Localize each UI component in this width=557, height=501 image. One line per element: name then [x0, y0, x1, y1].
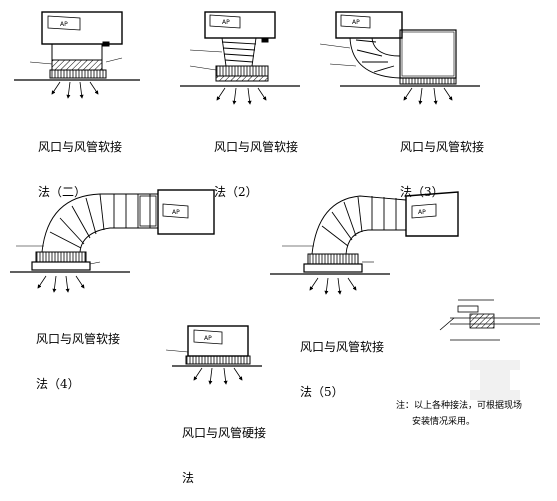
unit-label-1: AP [60, 21, 68, 28]
note-line-2: 安装情况采用。 [412, 417, 476, 427]
method-5-diagram: AP [270, 191, 459, 295]
caption-method-2: 风口与风管软接 法（2） [214, 110, 298, 215]
airflow-arrows-2 [216, 87, 267, 105]
caption-method-4-line1: 风口与风管软接 [36, 332, 121, 346]
airflow-arrows-3 [403, 87, 453, 105]
airflow-arrows-4 [37, 275, 85, 293]
air-unit-3 [335, 11, 403, 39]
caption-method-5: 风口与风管软接 法（5） [300, 310, 384, 415]
unit-label-6: AP [204, 335, 212, 342]
caption-method-1-line1: 风口与风管软接 [38, 140, 123, 154]
airflow-arrows-6 [193, 367, 243, 385]
caption-method-3-line1: 风口与风管软接 [400, 140, 485, 154]
airflow-arrows-1 [51, 81, 99, 99]
watermark-icon [470, 360, 520, 400]
legend-detail [439, 299, 540, 341]
caption-method-3: 风口与风管软接 法（3） [400, 110, 484, 215]
caption-method-4-line2: 法（4） [36, 377, 80, 391]
note-line-1: 注：以上各种接法，可根据现场 [396, 401, 523, 411]
unit-label-2: AP [222, 19, 230, 26]
caption-method-3-line2: 法（3） [400, 185, 444, 199]
caption-method-1-line2: 法（二） [38, 185, 87, 199]
flex-duct-3 [349, 37, 401, 79]
air-unit-4 [157, 189, 215, 235]
flex-duct-4 [41, 193, 158, 253]
airflow-arrows-5 [309, 277, 357, 295]
diffuser-6 [185, 355, 251, 365]
caption-method-5-line1: 风口与风管软接 [300, 340, 385, 354]
diffuser-2 [215, 65, 269, 77]
caption-method-4: 风口与风管软接 法（4） [36, 302, 120, 407]
caption-method-2-line2: 法（2） [214, 185, 258, 199]
unit-label-5: AP [418, 209, 426, 216]
caption-method-6-line2: 法 [182, 471, 195, 485]
unit-label-3: AP [352, 19, 360, 26]
method-6-diagram: AP [165, 325, 262, 385]
caption-method-5-line2: 法（5） [300, 385, 344, 399]
caption-method-1: 风口与风管软接 法（二） [38, 110, 122, 215]
flex-duct-2 [221, 37, 257, 67]
method-2-diagram: AP [180, 11, 300, 105]
diffuser-4 [35, 251, 87, 263]
unit-label-4: AP [172, 209, 180, 216]
method-1-diagram: AP [14, 11, 140, 99]
method-4-diagram: AP [10, 189, 215, 293]
plenum-box-3 [399, 29, 457, 79]
flex-duct-1 [51, 43, 103, 61]
caption-method-6-line1: 风口与风管硬接 [182, 426, 267, 440]
caption-method-2-line1: 风口与风管软接 [214, 140, 299, 154]
diagram-canvas: AP AP [10, 11, 540, 400]
flex-duct-5 [311, 195, 407, 255]
method-3-diagram: AP [319, 11, 480, 105]
air-unit-5 [405, 191, 459, 237]
diffuser-1 [49, 69, 107, 79]
caption-method-6: 风口与风管硬接 法 [182, 396, 266, 501]
diffuser-5 [307, 253, 359, 265]
diffuser-3 [399, 77, 457, 85]
